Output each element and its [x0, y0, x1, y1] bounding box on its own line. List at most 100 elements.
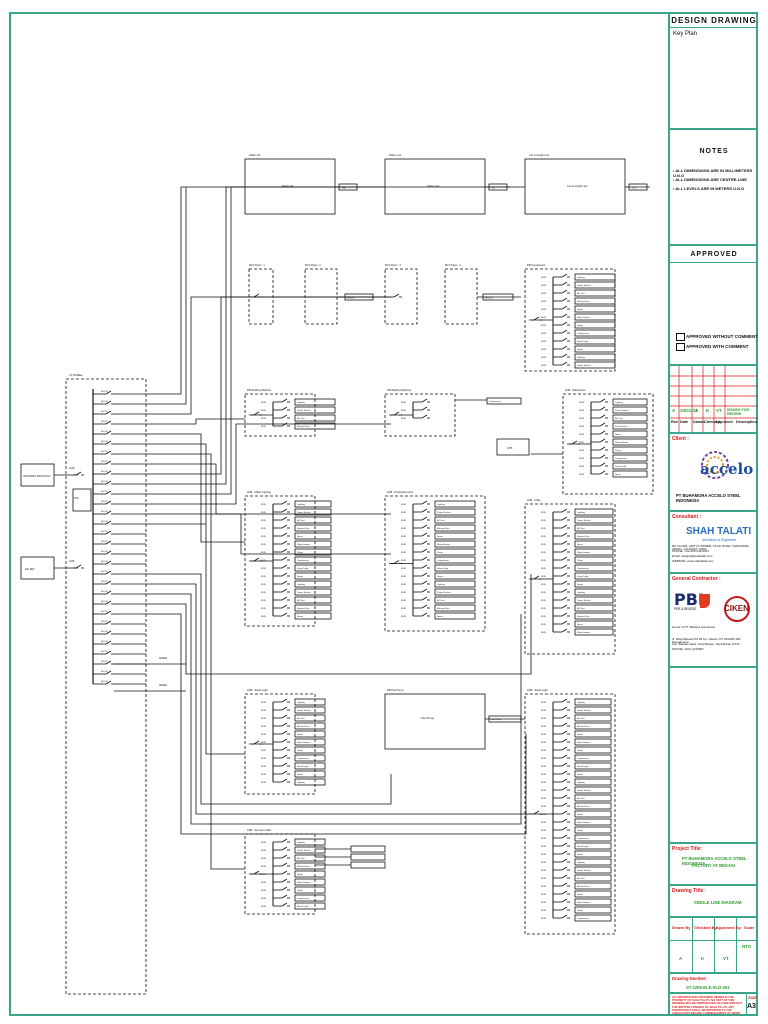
db-mcb-6 [561, 556, 568, 561]
feeder-mccb [105, 440, 112, 445]
project-title-2: FACTORY AT BEKASI [692, 863, 735, 868]
approved-with-comment-checkbox[interactable] [676, 343, 685, 351]
db-load-label-4: Spare [297, 615, 304, 618]
db-title-2: DB Welding Machine [387, 388, 412, 392]
feeder-mccb [105, 590, 112, 595]
db-load-box-9 [294, 838, 326, 846]
db-mcb-label-0: MCB [541, 325, 546, 327]
db-mcb-label-1: MCB [261, 418, 266, 420]
db-mcb-6 [561, 564, 568, 569]
db-mcb-5 [421, 508, 428, 513]
db-load-label-5: Street Light [437, 567, 449, 570]
feeder-mccb [105, 620, 112, 625]
db-mcb-label-4: MCB [261, 544, 266, 546]
db-mcb-4 [281, 516, 288, 521]
distribution-board-8 [524, 693, 616, 935]
db-load-label-6: Spare [577, 623, 584, 626]
db-load-box-4 [294, 580, 332, 588]
db-mcb-label-5: MCB [401, 520, 406, 522]
db-mcb-8 [561, 810, 568, 815]
signature-box: Drawn By Checked By Approved By Scale A … [670, 918, 758, 974]
db-mcb-label-3: MCB [579, 466, 584, 468]
db-mcb-8 [561, 802, 568, 807]
machine-tag-2: CTL [632, 187, 637, 190]
db-mcb-9 [281, 894, 288, 899]
db-load-box-6 [574, 540, 614, 548]
db-mcb-label-3: MCB [579, 410, 584, 412]
db-load-label-8: Pump [577, 750, 583, 752]
db-mcb-label-7: MCB [261, 750, 266, 752]
contractor-address-2: Kec. Bekasi Utara, Kota Bekasi, Jawa Bar… [672, 642, 740, 646]
db-load-box-6 [574, 580, 614, 588]
feeder-mccb [105, 470, 112, 475]
db-mcb-label-7: MCB [261, 726, 266, 728]
db-mcb-3 [599, 430, 606, 435]
db-mcb-label-7: MCB [261, 702, 266, 704]
db-mcb-label-8: MCB [541, 710, 546, 712]
approved-without-comment-checkbox[interactable] [676, 333, 685, 341]
db-mcb-8 [561, 722, 568, 727]
db-mcb-label-1: MCB [261, 410, 266, 412]
mcc-panel-3 [444, 268, 478, 325]
rev-checked-cell: K [706, 408, 710, 413]
route-wire-7 [146, 463, 391, 515]
notes-box: NOTES • ALL DIMENSIONS ARE IN MILLIMETER… [670, 130, 758, 246]
consultant-address: 9th FLOOR, ADITYA TOWER, TILAK ROAD, VAD… [672, 544, 749, 552]
db-load-label-6: Street Light [577, 575, 589, 578]
machine-block-1 [384, 158, 486, 215]
db-load-box-3 [612, 446, 648, 454]
db-load-label-4: Spare [297, 575, 304, 578]
db-load-box-6 [574, 612, 614, 620]
contractor-label: General Contractor : [672, 576, 721, 582]
db-load-label-3: Compressor [615, 457, 627, 460]
mcc-panel-1 [304, 268, 338, 325]
db-load-label-0: Street Light [577, 340, 589, 343]
db-mcb-6 [561, 580, 568, 585]
db-load-label-5: Power Socket [437, 591, 451, 594]
db-load-box-3 [612, 462, 648, 470]
route-wire-6 [146, 453, 245, 870]
db-mcb-label-6: MCB [541, 584, 546, 586]
db-mcb-4 [281, 612, 288, 617]
db-mcb-label-8: MCB [541, 862, 546, 864]
db-load-label-0: Spare [577, 308, 584, 311]
db-mcb-label-0: MCB [541, 341, 546, 343]
spare-label: SPARE [159, 684, 167, 687]
client-label: Client : [672, 436, 689, 442]
distribution-board-9 [244, 833, 316, 915]
db-load-box-8 [574, 706, 612, 714]
db-mcb-0 [561, 313, 568, 318]
db-mcb-label-2: MCB [401, 410, 406, 412]
db-mcb-3 [599, 470, 606, 475]
db-load-box-6 [574, 628, 614, 636]
db-load-label-8: Power Socket [577, 869, 591, 872]
db-mcb-4 [281, 604, 288, 609]
db-load-label-8: Street Light [577, 845, 589, 848]
consultant-logo: SHAH TALATI [686, 526, 752, 537]
db-load-box-6 [574, 572, 614, 580]
db-mcb-8 [561, 858, 568, 863]
db-load-box-8 [574, 866, 612, 874]
consultant-sub: Architects & Engineers [702, 538, 737, 542]
consultant-phone: PHONE: +91-265-242-0011 [672, 549, 709, 553]
db-load-label-0: Power Socket [577, 364, 591, 367]
db-incomer-breaker-6 [533, 575, 540, 580]
feeder-mccb [105, 430, 112, 435]
db-mcb-8 [561, 714, 568, 719]
client-box: Client : accelo PT BUHAMORA ACCELO STEEL… [670, 432, 758, 512]
db-load-box-0 [574, 353, 616, 361]
db-mcb-label-0: MCB [541, 309, 546, 311]
rev-approved-cell: VT [716, 408, 722, 413]
drawn-by-value: A [679, 956, 683, 961]
db-load-box-6 [574, 604, 614, 612]
db-mcb-label-6: MCB [541, 600, 546, 602]
db-load-box-8 [574, 834, 612, 842]
route-wire-9 [146, 186, 385, 485]
db-mcb-8 [561, 698, 568, 703]
db-mcb-8 [561, 738, 568, 743]
db-mcb-5 [421, 580, 428, 585]
db-mcb-8 [561, 866, 568, 871]
db-load-box-8 [574, 738, 612, 746]
db-load-label-5: Exhaust Fan [437, 607, 450, 610]
db-mcb-label-6: MCB [541, 624, 546, 626]
